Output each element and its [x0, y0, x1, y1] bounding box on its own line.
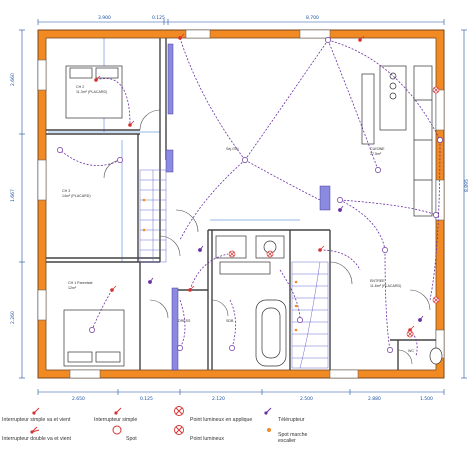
dim-left-1: 2.660: [10, 73, 16, 86]
spot-icon: [382, 247, 388, 253]
light-point-icon: [266, 250, 274, 258]
legend-label-va-et-vient: Interrupteur simple va et vient: [2, 417, 71, 423]
dim-bottom-6: 1.500: [420, 396, 433, 402]
room-ch3-title: CH 3: [62, 189, 70, 193]
room-cuisine-title: CUISINE: [370, 147, 385, 151]
spot-icon: [437, 137, 443, 143]
room-ch1-area: 12m²: [68, 286, 77, 290]
switch-icon: [94, 75, 101, 82]
legend-applique-icon: [174, 406, 184, 416]
spot-icon: [117, 157, 123, 163]
room-ch2-title: CH 2: [76, 85, 84, 89]
room-labels: CH 2 11.3m² (PLACARD) CH 3 14m² (PLACARD…: [62, 85, 414, 353]
spot-icon: [337, 197, 343, 203]
legend-label-applique: Point lumineux en applique: [190, 417, 253, 423]
stair-spot-icon: [294, 304, 298, 308]
dim-left-2: 1.667: [10, 189, 16, 202]
telerupteur-icon: [148, 277, 154, 284]
dim-bottom-2: 0.125: [140, 396, 153, 402]
switch-icon: [178, 33, 185, 40]
telerupteur-icon: [198, 245, 204, 252]
furniture: [63, 65, 443, 367]
room-sdb-title: SDB: [226, 319, 234, 323]
dim-bottom-4: 2.500: [300, 396, 313, 402]
legend-label-telerupteur: Télérupteur: [278, 417, 305, 423]
sink: [215, 235, 247, 259]
wiring: [59, 37, 441, 357]
room-dress-title: DRESS: [178, 319, 191, 323]
legend-simple-icon: [114, 407, 122, 415]
room-ch2-area: 11.3m² (PLACARD): [76, 90, 107, 94]
legend-label-spot: Spot: [126, 436, 137, 442]
spot-icon: [57, 147, 63, 153]
room-ch1-title: CH 1 Parentale: [68, 281, 93, 285]
room-sejour-title: Séj./Séj.: [226, 147, 239, 151]
spots: [57, 37, 443, 353]
light-points: [228, 86, 440, 338]
dim-top-1: 3.900: [98, 15, 111, 21]
stair-spots: [142, 198, 298, 332]
legend-label-double: Interrupteur double va et vient: [2, 436, 71, 442]
stair-spot-icon: [294, 328, 298, 332]
dim-bottom-1: 2.650: [72, 396, 85, 402]
light-point-icon: [228, 250, 236, 258]
spot-icon: [242, 157, 248, 163]
dim-top-3: 8.700: [306, 15, 319, 21]
telerupteur-icon: [338, 205, 344, 212]
light-point-icon: [406, 330, 414, 338]
switches: [94, 33, 415, 332]
dim-left-3: 2.260: [10, 311, 16, 324]
dim-bottom-5: 2.880: [368, 396, 381, 402]
telerupteur-icon: [418, 315, 424, 322]
spot-icon: [229, 345, 235, 351]
legend-va-et-vient-icon: [32, 407, 40, 415]
dimension-lines: [19, 19, 467, 395]
dim-bottom-3: 2.120: [212, 396, 225, 402]
room-cuisine-area: 37.5m²: [370, 152, 382, 156]
room-entree-title: ENTREE: [370, 279, 385, 283]
spot-icon: [297, 317, 303, 323]
switch-icon: [408, 325, 415, 332]
staircase: [139, 169, 329, 369]
doors: [103, 109, 431, 365]
switch-icon: [318, 245, 325, 252]
reference-lines: [48, 30, 300, 263]
light-point-icon: [432, 86, 440, 94]
switch-icon: [128, 120, 135, 127]
stair-spot-icon: [142, 198, 146, 202]
spot-icon: [89, 327, 95, 333]
spot-icon: [375, 167, 381, 173]
purple-wall-segments: [165, 43, 331, 371]
legend-spot-icon: [112, 425, 122, 435]
telerupteurs: [148, 205, 424, 322]
dim-top-2: 0.125: [152, 15, 165, 21]
dimension-labels: 3.900 0.125 8.700 2.660 1.667 2.260 8.89…: [10, 15, 470, 402]
toilet: [429, 347, 443, 365]
legend-double-icon: [30, 426, 40, 434]
kitchen-units: [413, 65, 433, 217]
legend-label-point-lumineux: Point lumineux: [190, 436, 225, 442]
stair-spot-icon: [142, 228, 146, 232]
switch-icon: [110, 285, 117, 292]
switch-icon: [188, 285, 195, 292]
switch-icon: [358, 35, 365, 42]
dim-right-1: 8.895: [464, 179, 470, 192]
room-entree-area: 11.6m² (PLACARD): [370, 284, 401, 288]
legend-telerupteur-icon: [264, 407, 272, 415]
spot-icon: [387, 347, 393, 353]
spot-icon: [325, 37, 331, 43]
legend-label-spot-escalier: Spot marche escalier: [278, 432, 308, 444]
spot-icon: [177, 345, 183, 351]
exterior-walls: [37, 29, 445, 379]
legend-point-lumineux-icon: [174, 425, 184, 435]
light-point-icon: [432, 296, 440, 304]
legend-label-simple: Interrupteur simple: [94, 417, 138, 423]
room-wc-title: WC: [408, 349, 414, 353]
legend-spot-escalier-icon: [267, 428, 271, 432]
stair-spot-icon: [294, 280, 298, 284]
interior-walls: [46, 38, 436, 370]
spot-icon: [433, 212, 439, 218]
room-ch3-area: 14m² (PLACARD): [62, 194, 91, 198]
